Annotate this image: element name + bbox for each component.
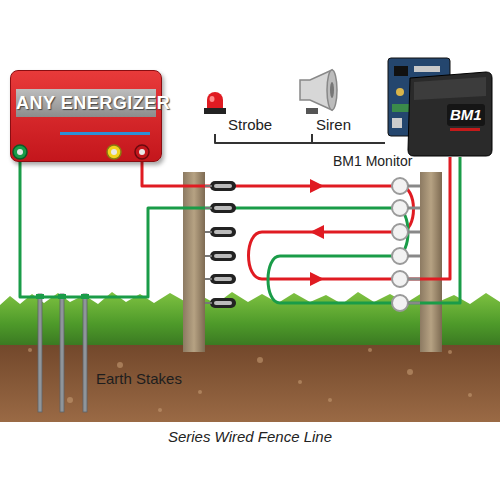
grass-band xyxy=(0,292,500,345)
insulator-brackets xyxy=(408,186,420,303)
energizer-indicator-bar xyxy=(60,132,150,135)
strobe-unit: Strobe xyxy=(200,88,278,134)
device-logo: BM1 xyxy=(450,106,482,123)
earth-stakes xyxy=(38,294,87,412)
ring-insulators xyxy=(392,178,408,311)
poly-insulators xyxy=(205,181,236,308)
soil-texture xyxy=(28,348,472,412)
alarm-wire xyxy=(215,134,385,143)
siren-label: Siren xyxy=(316,116,351,133)
earth-wire xyxy=(20,157,460,303)
energizer-brand: ANY ENERGIZER xyxy=(16,89,156,117)
soil xyxy=(0,330,500,422)
fence-post xyxy=(420,172,442,352)
diagram-caption: Series Wired Fence Line xyxy=(0,428,500,445)
bm1-monitor-device xyxy=(388,58,492,156)
monitor-label: BM1 Monitor xyxy=(333,153,412,169)
current-arrows xyxy=(310,179,324,286)
energizer-terminals xyxy=(13,145,149,159)
energizer-box: ANY ENERGIZER xyxy=(10,70,162,162)
fence-post xyxy=(183,172,205,352)
alarm-wire xyxy=(312,134,385,143)
live-wire xyxy=(142,157,450,279)
strobe-light xyxy=(204,92,226,114)
stake-clamps xyxy=(36,294,89,299)
part-label: Earth Stakes xyxy=(96,370,182,387)
strobe-label: Strobe xyxy=(228,116,272,133)
siren-horn xyxy=(300,70,337,114)
siren-unit: Siren xyxy=(290,66,362,134)
